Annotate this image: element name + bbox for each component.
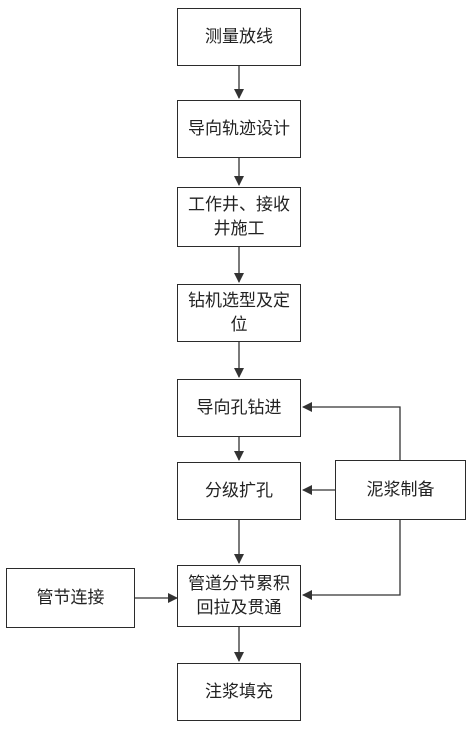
step-pullback-label-line2: 回拉及贯通: [196, 598, 282, 618]
step-wells-construction: 工作井、接收 井施工: [177, 187, 301, 247]
step-rig-selection-label-line2: 位: [230, 315, 248, 335]
side-mud-preparation: 泥浆制备: [335, 460, 466, 520]
step-trajectory-design: 导向轨迹设计: [177, 100, 301, 158]
step-reaming: 分级扩孔: [177, 462, 301, 520]
step-pullback: 管道分节累积 回拉及贯通: [177, 565, 301, 627]
side-mud-preparation-label: 泥浆制备: [366, 480, 435, 500]
step-pilot-drilling-label: 导向孔钻进: [196, 398, 282, 418]
step-pilot-drilling: 导向孔钻进: [177, 379, 301, 437]
step-rig-selection-label-line1: 钻机选型及定: [188, 291, 290, 311]
arrow-mud-to-pullback: [302, 520, 401, 600]
step-grouting: 注浆填充: [177, 663, 301, 721]
step-wells-construction-label-line2: 井施工: [213, 219, 265, 239]
step-survey-label: 测量放线: [205, 27, 273, 47]
step-trajectory-design-label: 导向轨迹设计: [188, 119, 290, 139]
step-survey: 测量放线: [177, 8, 301, 66]
step-rig-selection: 钻机选型及定 位: [177, 284, 301, 342]
side-pipe-connection-label: 管节连接: [36, 588, 105, 608]
step-reaming-label: 分级扩孔: [205, 481, 273, 501]
step-grouting-label: 注浆填充: [205, 682, 273, 702]
step-pullback-label-line1: 管道分节累积: [188, 574, 290, 594]
arrow-mud-to-pilot: [302, 402, 401, 460]
side-pipe-connection: 管节连接: [6, 568, 135, 628]
step-wells-construction-label-line1: 工作井、接收: [188, 195, 290, 215]
